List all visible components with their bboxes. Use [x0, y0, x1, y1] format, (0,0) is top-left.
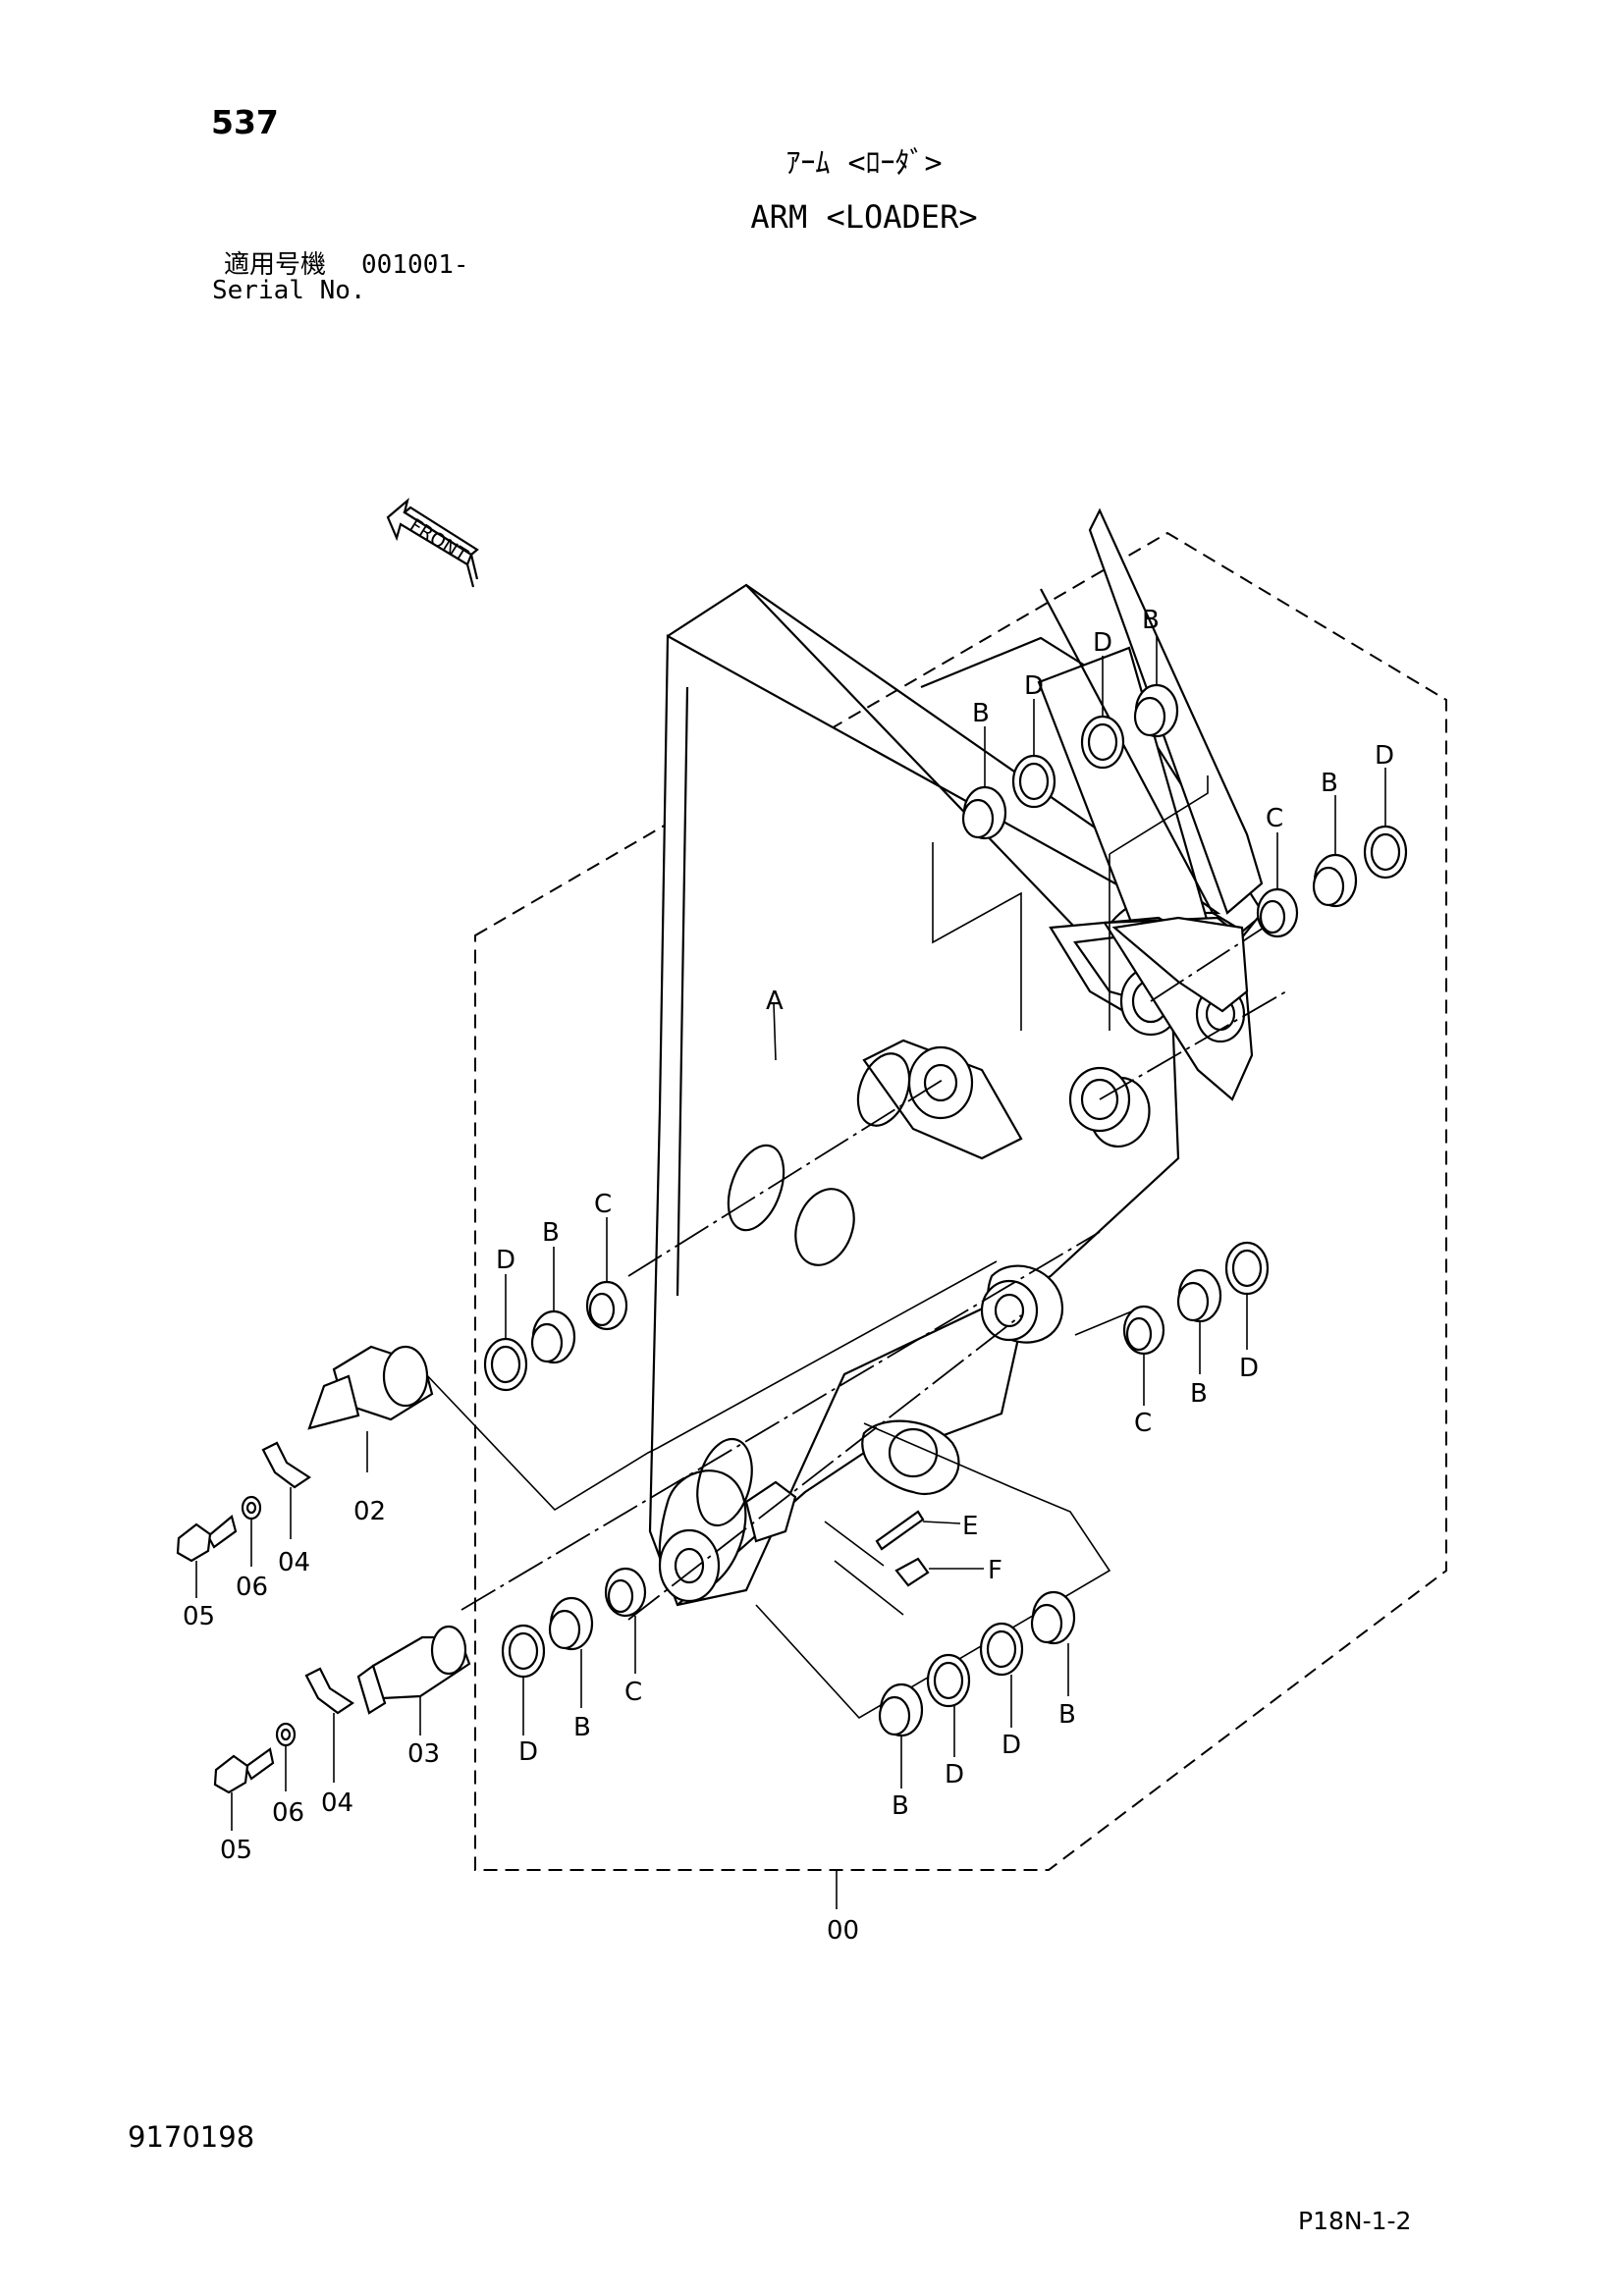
pin-03: [356, 1625, 471, 1715]
callout-top-d1: D: [1024, 671, 1044, 701]
callout-mid-d: D: [1239, 1354, 1259, 1383]
top-lug: [1049, 902, 1277, 1101]
bolt-05-upper: [176, 1515, 238, 1563]
callout-mid-c: C: [1134, 1409, 1152, 1438]
callout-05-lower: 05: [220, 1836, 252, 1865]
document-code: 9170198: [128, 2120, 255, 2154]
callout-top-b2: B: [1142, 606, 1160, 635]
callout-left-b: B: [542, 1218, 560, 1248]
fitting-f: [894, 1557, 930, 1587]
ring-bot-d1: [926, 1653, 971, 1708]
serial-label-japanese: 適用号機: [224, 250, 327, 280]
callout-low-c: C: [624, 1678, 642, 1707]
assembly-boundary: [474, 531, 1447, 1871]
callout-04-lower: 04: [321, 1789, 353, 1818]
washer-06-lower: [275, 1722, 297, 1747]
pin-02: [307, 1345, 434, 1430]
callout-low-d: D: [518, 1737, 538, 1767]
callout-top-d2: D: [1093, 628, 1112, 658]
bushing-bot-b1: [878, 1682, 924, 1737]
callout-e: E: [962, 1512, 978, 1541]
front-direction-arrow: FRONT: [386, 497, 479, 588]
ring-right-d: [1363, 825, 1408, 880]
ring-left-c: [585, 1280, 628, 1331]
ring-left-d: [483, 1337, 528, 1392]
callout-bot-b2: B: [1058, 1700, 1076, 1730]
ring-low-d: [501, 1624, 546, 1679]
plate-04-lower: [304, 1667, 354, 1715]
ring-bot-d2: [979, 1622, 1024, 1677]
callout-bot-d1: D: [945, 1760, 964, 1789]
callout-mid-b: B: [1190, 1379, 1208, 1409]
sheet-reference: P18N-1-2: [1298, 2207, 1412, 2235]
callout-06-upper: 06: [236, 1573, 268, 1602]
title-japanese: ｱｰﾑ <ﾛｰﾀﾞ>: [785, 146, 943, 181]
page-number: 537: [211, 103, 279, 141]
ring-top-d1: [1011, 754, 1056, 809]
bushing-low-b: [548, 1596, 594, 1651]
ring-low-c: [604, 1567, 647, 1618]
fitting-e: [875, 1510, 925, 1551]
callout-top-b1: B: [972, 699, 990, 728]
callout-a: A: [766, 987, 784, 1016]
bushings: [483, 683, 1408, 1737]
bottom-lugs: [658, 1419, 960, 1603]
leader-lines: [195, 636, 1386, 1909]
callout-04-upper: 04: [278, 1548, 310, 1577]
callout-bot-d2: D: [1001, 1731, 1021, 1760]
callout-labels: 00 02 03 04 04 05 05 06 06 A E F B D D B…: [183, 606, 1394, 1946]
ring-mid-d: [1224, 1241, 1270, 1296]
callout-05-upper: 05: [183, 1602, 215, 1631]
callout-left-d: D: [496, 1246, 515, 1275]
serial-label-english: Serial No.: [212, 276, 366, 305]
grouping-brackets: [423, 775, 1209, 1720]
ring-right-c: [1256, 887, 1299, 938]
bushing-top-b1: [961, 785, 1007, 840]
serial-range: 001001-: [361, 250, 469, 280]
plate-04-upper: [261, 1441, 311, 1489]
bushing-mid-b: [1176, 1268, 1222, 1323]
callout-06-lower: 06: [272, 1798, 304, 1828]
callout-right-b: B: [1321, 769, 1338, 798]
bushing-right-b: [1312, 853, 1358, 908]
bolt-05-lower: [213, 1747, 275, 1794]
callout-bot-b1: B: [892, 1791, 909, 1821]
bushing-bot-b2: [1030, 1590, 1076, 1645]
pin-axes: [460, 912, 1287, 1621]
callout-right-c: C: [1266, 804, 1283, 833]
ring-top-d2: [1080, 715, 1125, 770]
ring-mid-c: [1122, 1305, 1165, 1356]
callout-left-c: C: [594, 1190, 612, 1219]
callout-00: 00: [827, 1916, 859, 1946]
washer-06-upper: [241, 1495, 262, 1521]
callout-low-b: B: [573, 1713, 591, 1742]
bushing-left-b: [530, 1309, 576, 1364]
bushing-top-b2: [1133, 683, 1179, 738]
callout-02: 02: [353, 1497, 386, 1526]
callout-right-d: D: [1375, 741, 1394, 771]
callout-f: F: [988, 1556, 1002, 1585]
callout-03: 03: [407, 1739, 440, 1769]
title-english: ARM <LOADER>: [750, 198, 978, 236]
